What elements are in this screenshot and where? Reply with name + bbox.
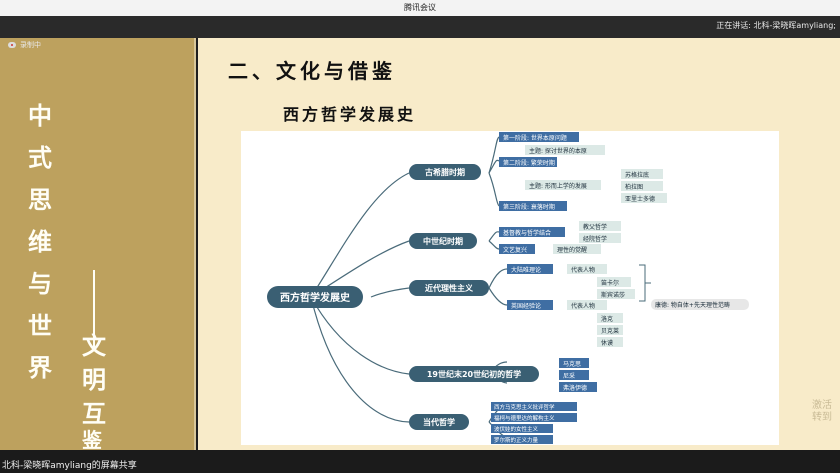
mindmap-node: 西方马克思主义批评哲学: [494, 403, 555, 411]
side-title-char: 与: [28, 269, 52, 298]
mindmap-node: 第三阶段: 衰落时期: [503, 203, 555, 211]
screen-share-label[interactable]: 北科-梁晓晖amyliang的屏幕共享: [2, 461, 137, 471]
mindmap-branch: 当代哲学: [409, 414, 469, 430]
mindmap-node: 亚里士多德: [625, 195, 655, 203]
speaking-indicator: 正在讲话: 北科-梁晓晖amyliang;: [716, 21, 836, 30]
mindmap-node: 柏拉图: [625, 183, 643, 191]
side-sub-char: 文: [82, 331, 106, 360]
branch-label: 近代理性主义: [425, 283, 474, 293]
branch-label: 当代哲学: [423, 417, 455, 427]
mindmap-branch: 19世纪末20世纪初的哲学: [409, 366, 539, 382]
mindmap-node: 文艺复兴: [503, 246, 527, 254]
branch-label: 19世纪末20世纪初的哲学: [427, 369, 521, 379]
mindmap-node: 代表人物: [571, 302, 595, 310]
mindmap-image: 西方哲学发展史 古希腊时期 中世纪时期 近代理性主义 19世纪末20世纪初的哲学…: [241, 131, 779, 445]
mindmap-node: 基督教与哲学结合: [503, 229, 551, 237]
mindmap-branch: 近代理性主义: [409, 280, 489, 296]
mindmap-node: 弗洛伊德: [563, 384, 587, 392]
watermark-line: 转到: [812, 412, 832, 423]
slide-left-panel: 中 式 思 维 与 世 界 文 明 互 鉴: [0, 38, 196, 452]
window-title: 腾讯会议: [0, 0, 840, 16]
mindmap-node: 理性的觉醒: [557, 246, 587, 254]
recording-label: 录制中: [20, 41, 41, 49]
mindmap-node: 贝克莱: [601, 327, 619, 335]
mindmap-branch: 古希腊时期: [409, 164, 481, 180]
side-sub-char: 明: [82, 365, 106, 394]
side-sub-char: 鉴: [82, 428, 102, 452]
slide-subheading: 西方哲学发展史: [283, 105, 417, 124]
mindmap-node: 笛卡尔: [601, 279, 619, 287]
mindmap-node: 第一阶段: 世界本原问题: [503, 134, 567, 142]
mindmap-node: 大陆唯理论: [511, 266, 541, 274]
mindmap-node: 经院哲学: [583, 235, 607, 243]
mindmap-node: 第二阶段: 繁荣时期: [503, 159, 555, 167]
slide-heading: 二、文化与借鉴: [228, 59, 396, 83]
mindmap-node: 主题: 形而上学的发展: [529, 182, 587, 190]
side-title-char: 式: [28, 143, 52, 172]
meeting-topbar: 正在讲话: 北科-梁晓晖amyliang;: [0, 16, 840, 38]
branch-label: 古希腊时期: [425, 167, 465, 177]
mindmap-node: 洛克: [601, 315, 613, 323]
branch-label: 中世纪时期: [423, 236, 463, 246]
share-bar: [0, 450, 840, 473]
mindmap-node: 教父哲学: [583, 223, 607, 231]
side-title-char: 世: [28, 311, 52, 340]
mindmap-node: 休谟: [601, 339, 613, 347]
mindmap-node: 波伏娃的女性主义: [494, 425, 539, 433]
mindmap-node: 马克思: [563, 360, 581, 368]
mindmap-node: 主题: 探讨世界的本原: [529, 147, 587, 155]
side-title-char: 维: [28, 227, 52, 256]
cloud-record-icon: [8, 42, 16, 48]
mindmap-node: 尼采: [563, 372, 575, 380]
side-title-char: 中: [28, 101, 52, 130]
activation-watermark: 激活 转到: [812, 400, 832, 424]
mindmap-node: 苏格拉底: [625, 171, 649, 179]
side-title-char: 界: [28, 353, 52, 382]
mindmap-branch: 中世纪时期: [409, 233, 477, 249]
mindmap-node: 斯宾诺莎: [601, 291, 625, 299]
mindmap-node: 福柯与德里达的解构主义: [494, 414, 555, 422]
recording-indicator: 录制中: [8, 40, 41, 50]
mindmap-node: 代表人物: [571, 266, 595, 274]
mindmap-root-label: 西方哲学发展史: [280, 291, 351, 304]
mindmap-node: 康德: 物自体+先天理性范畴: [655, 301, 730, 309]
subtitle-dash: [93, 270, 95, 350]
mindmap-root: [267, 286, 363, 308]
watermark-line: 激活: [812, 400, 832, 411]
side-title-char: 思: [28, 185, 52, 214]
mindmap-node: 罗尔斯的正义力量: [494, 436, 539, 444]
mindmap-node: 英国经验论: [511, 302, 541, 310]
side-sub-char: 互: [82, 399, 106, 428]
